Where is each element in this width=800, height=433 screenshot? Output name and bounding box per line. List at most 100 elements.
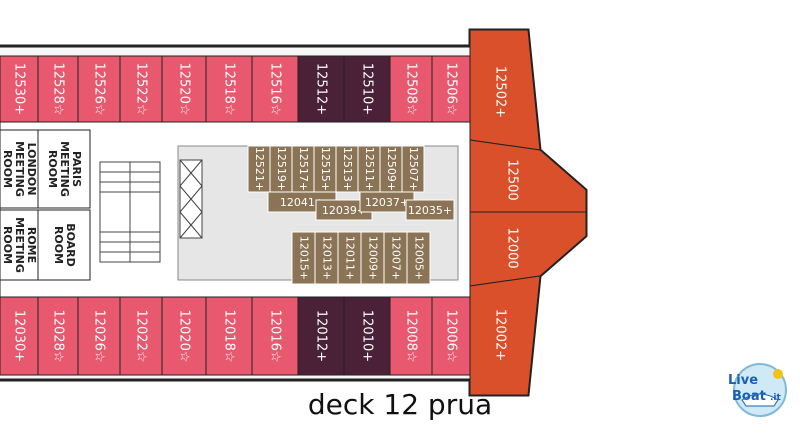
cabin-label: 12510+ xyxy=(360,63,375,115)
inner-cabin-12511[interactable]: 12511+ xyxy=(357,145,381,193)
inner-cabin-label: 12515+ xyxy=(319,147,332,191)
cabin-label: 12508☆ xyxy=(404,62,419,115)
cabin-12512[interactable]: 12512+ xyxy=(297,55,345,123)
inner-cabin-12013[interactable]: 12013+ xyxy=(314,231,339,285)
cabin-label: 12530+ xyxy=(12,63,27,115)
inner-cabin-label: 12013+ xyxy=(321,236,334,280)
inner-cabin-label: 12517+ xyxy=(297,147,310,191)
cabin-12020[interactable]: 12020☆ xyxy=(161,296,207,376)
room-label: ROOM xyxy=(1,226,14,264)
stairs-icon xyxy=(99,161,161,263)
cabin-label: 12028☆ xyxy=(51,309,66,362)
inner-cabin-12015[interactable]: 12015+ xyxy=(291,231,316,285)
cabin-label: 12526☆ xyxy=(92,62,107,115)
cabin-12016[interactable]: 12016☆ xyxy=(251,296,299,376)
cabin-12026[interactable]: 12026☆ xyxy=(77,296,121,376)
inner-cabin-label: 12509+ xyxy=(385,147,398,191)
suite-12500[interactable]: 12500 xyxy=(469,139,587,213)
cabin-label: 12030+ xyxy=(12,310,27,362)
suite-label: 12002+ xyxy=(493,309,508,361)
cabin-label: 12016☆ xyxy=(268,309,283,362)
room-label: PARIS xyxy=(70,151,83,187)
cabin-label: 12008☆ xyxy=(404,309,419,362)
cabin-12030[interactable]: 12030+ xyxy=(0,296,39,376)
inner-cabin-12513[interactable]: 12513+ xyxy=(335,145,359,193)
suite-12002[interactable]: 12002+ xyxy=(469,275,541,396)
cabin-12530[interactable]: 12530+ xyxy=(0,55,39,123)
inner-cabin-label: 12005+ xyxy=(413,236,426,280)
cabin-label: 12528☆ xyxy=(51,62,66,115)
suite-12502[interactable]: 12502+ xyxy=(469,29,541,151)
cabin-12508[interactable]: 12508☆ xyxy=(389,55,433,123)
inner-cabin-12011[interactable]: 12011+ xyxy=(337,231,362,285)
room-label: MEETING xyxy=(13,217,26,273)
cabin-label: 12010+ xyxy=(360,310,375,362)
inner-cabin-12515[interactable]: 12515+ xyxy=(313,145,337,193)
cabin-12526[interactable]: 12526☆ xyxy=(77,55,121,123)
liveboat-logo: Live Boat .it xyxy=(728,363,787,417)
room-label: ROOM xyxy=(52,226,65,264)
inner-cabin-label: 12513+ xyxy=(341,147,354,191)
inner-cabin-12037[interactable]: 12037+ xyxy=(359,191,415,213)
cabin-12516[interactable]: 12516☆ xyxy=(251,55,299,123)
cabin-12012[interactable]: 12012+ xyxy=(297,296,345,376)
cabin-label: 12512+ xyxy=(314,63,329,115)
cabin-12008[interactable]: 12008☆ xyxy=(389,296,433,376)
inner-cabin-12007[interactable]: 12007+ xyxy=(383,231,408,285)
cabin-12522[interactable]: 12522☆ xyxy=(119,55,163,123)
suite-label: 12500 xyxy=(505,159,520,200)
suite-12000[interactable]: 12000 xyxy=(469,211,587,287)
inner-cabin-12041[interactable]: 12041+ xyxy=(267,191,337,213)
cabin-12010[interactable]: 12010+ xyxy=(343,296,391,376)
cabin-12028[interactable]: 12028☆ xyxy=(37,296,79,376)
cabin-12528[interactable]: 12528☆ xyxy=(37,55,79,123)
inner-cabin-12005[interactable]: 12005+ xyxy=(406,231,431,285)
inner-cabin-12517[interactable]: 12517+ xyxy=(291,145,315,193)
inner-cabin-label: 12511+ xyxy=(363,147,376,191)
inner-cabin-12039[interactable]: 12039+ xyxy=(315,199,373,221)
cabin-12022[interactable]: 12022☆ xyxy=(119,296,163,376)
cabin-12510[interactable]: 12510+ xyxy=(343,55,391,123)
room-label: BOARD xyxy=(64,223,77,267)
cabin-label: 12520☆ xyxy=(177,62,192,115)
inner-cabin-12509[interactable]: 12509+ xyxy=(379,145,403,193)
room-label: ROOM xyxy=(46,150,59,188)
room-label: LONDON xyxy=(25,143,38,196)
room-label: MEETING xyxy=(58,141,71,197)
svg-text:.it: .it xyxy=(770,393,782,403)
cabin-label: 12006☆ xyxy=(444,309,459,362)
inner-cabin-12519[interactable]: 12519+ xyxy=(269,145,293,193)
inner-cabin-label: 12037+ xyxy=(365,196,409,209)
inner-cabin-label: 12507+ xyxy=(407,147,420,191)
inner-cabin-label: 12009+ xyxy=(367,236,380,280)
inner-cabin-label: 12011+ xyxy=(344,236,357,280)
inner-cabin-12035[interactable]: 12035+ xyxy=(405,199,455,221)
cabin-label: 12506☆ xyxy=(444,62,459,115)
cabin-12518[interactable]: 12518☆ xyxy=(205,55,253,123)
room-label: ROME xyxy=(25,227,38,263)
inner-cabin-12009[interactable]: 12009+ xyxy=(360,231,385,285)
cabin-12018[interactable]: 12018☆ xyxy=(205,296,253,376)
cabin-label: 12020☆ xyxy=(177,309,192,362)
inner-cabin-label: 12007+ xyxy=(390,236,403,280)
cabin-12520[interactable]: 12520☆ xyxy=(161,55,207,123)
cabin-12506[interactable]: 12506☆ xyxy=(431,55,471,123)
inner-cabin-12507[interactable]: 12507+ xyxy=(401,145,425,193)
svg-text:Boat: Boat xyxy=(732,389,766,404)
cabin-label: 12022☆ xyxy=(134,309,149,362)
cabin-12006[interactable]: 12006☆ xyxy=(431,296,471,376)
suite-label: 12000 xyxy=(505,227,520,268)
cabin-label: 12518☆ xyxy=(222,62,237,115)
inner-cabin-label: 12521+ xyxy=(253,147,266,191)
inner-cabin-label: 12519+ xyxy=(275,147,288,191)
cabin-label: 12516☆ xyxy=(268,62,283,115)
room-label: MEETING xyxy=(13,141,26,197)
room-label: ROOM xyxy=(1,150,14,188)
inner-cabin-12521[interactable]: 12521+ xyxy=(247,145,271,193)
inner-cabin-label: 12041+ xyxy=(280,196,324,209)
